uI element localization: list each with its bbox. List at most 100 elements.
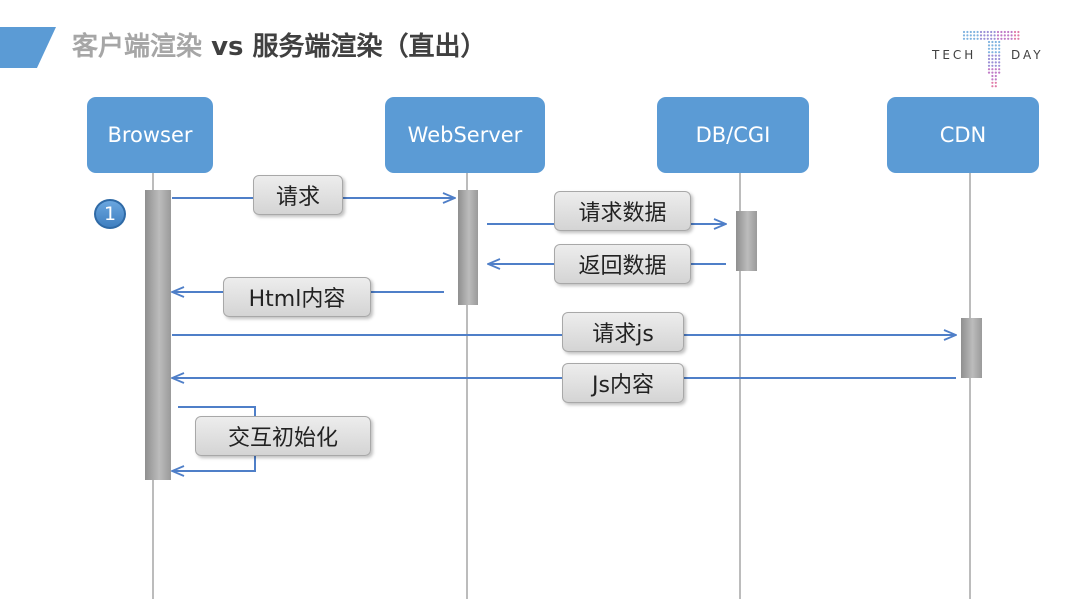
logo-dot <box>991 71 994 74</box>
logo-left-text: TECH <box>932 48 977 62</box>
message-label-return-data: 返回数据 <box>554 244 691 284</box>
logo-dot <box>973 37 976 40</box>
logo-dot <box>991 64 994 67</box>
logo-dot <box>991 61 994 64</box>
logo-dot <box>987 57 991 61</box>
logo-dot <box>983 34 986 37</box>
logo-dot <box>966 34 969 37</box>
logo-dot <box>994 51 997 54</box>
logo-dot <box>1000 37 1003 40</box>
logo-dot <box>991 44 994 47</box>
logo-dot <box>994 64 997 67</box>
logo-dot <box>994 54 997 57</box>
logo-dot <box>987 47 991 50</box>
logo-dot <box>1013 30 1017 34</box>
logo-dot <box>1013 37 1017 40</box>
logo-dot <box>996 34 1000 37</box>
logo-dot <box>976 37 979 40</box>
activation-browser <box>145 190 171 480</box>
logo-dot <box>976 30 979 34</box>
logo-dot <box>987 51 991 54</box>
message-label-request-js: 请求js <box>562 312 684 352</box>
logo-dot <box>994 40 997 44</box>
tech-day-logo-mark <box>962 30 1020 88</box>
logo-dot <box>991 78 994 81</box>
message-label-request: 请求 <box>253 175 343 215</box>
logo-dot <box>998 61 1001 64</box>
logo-dot <box>994 74 997 78</box>
logo-dot <box>1010 30 1013 34</box>
logo-dot <box>1007 34 1010 37</box>
logo-dot <box>1007 37 1010 40</box>
logo-dot <box>998 54 1001 57</box>
logo-dot <box>993 34 996 37</box>
logo-dot <box>993 30 996 34</box>
logo-dot <box>969 30 972 34</box>
logo-dot <box>1017 34 1020 37</box>
logo-dot <box>973 34 976 37</box>
logo-dot <box>983 37 986 40</box>
logo-dot <box>1010 37 1013 40</box>
logo-dot <box>969 37 972 40</box>
logo-dot <box>976 34 979 37</box>
logo-dot <box>987 68 991 71</box>
logo-dot <box>987 40 991 44</box>
actor-db-cgi: DB/CGI <box>657 97 809 173</box>
logo-dot <box>993 37 996 40</box>
logo-dot <box>962 37 966 40</box>
actor-webserver: WebServer <box>385 97 545 173</box>
message-label-request-data: 请求数据 <box>554 191 691 231</box>
title-main-part: vs 服务端渲染（直出） <box>202 32 487 62</box>
logo-dot <box>987 54 991 57</box>
logo-dot <box>1003 34 1006 37</box>
logo-dot <box>1007 30 1010 34</box>
logo-dot <box>991 85 994 88</box>
actor-cdn: CDN <box>887 97 1039 173</box>
logo-dot <box>998 68 1001 71</box>
tech-day-logo: TECH DAY <box>926 24 1056 90</box>
logo-dot <box>994 57 997 61</box>
message-label-interaction-init: 交互初始化 <box>195 416 371 456</box>
logo-dot <box>996 37 1000 40</box>
logo-dot <box>1003 37 1006 40</box>
logo-dot <box>962 34 966 37</box>
logo-dot <box>991 74 994 78</box>
logo-dot <box>1003 30 1006 34</box>
logo-dot <box>991 68 994 71</box>
page-title: 客户端渲染 vs 服务端渲染（直出） <box>72 27 487 68</box>
logo-dot <box>987 71 991 74</box>
logo-dot <box>1017 30 1020 34</box>
logo-dot <box>994 44 997 47</box>
logo-dot <box>998 44 1001 47</box>
logo-right-text: DAY <box>1011 48 1044 62</box>
logo-dot <box>979 37 983 40</box>
message-label-html-content: Html内容 <box>223 277 371 317</box>
logo-dot <box>991 40 994 44</box>
logo-dot <box>1013 34 1017 37</box>
logo-dot <box>986 34 989 37</box>
logo-dot <box>994 81 997 84</box>
logo-dot <box>983 30 986 34</box>
logo-dot <box>966 37 969 40</box>
logo-dot <box>991 47 994 50</box>
logo-dot <box>998 40 1001 44</box>
logo-dot <box>979 30 983 34</box>
logo-dot <box>991 57 994 61</box>
logo-dot <box>994 85 997 88</box>
logo-dot <box>966 30 969 34</box>
logo-dot <box>987 61 991 64</box>
logo-dot <box>994 68 997 71</box>
logo-dot <box>1010 34 1013 37</box>
activation-cdn <box>961 318 982 378</box>
logo-dot <box>962 30 966 34</box>
message-label-js-content: Js内容 <box>562 363 684 403</box>
logo-dot <box>987 44 991 47</box>
logo-dot <box>994 61 997 64</box>
logo-dot <box>998 71 1001 74</box>
logo-dot <box>987 64 991 67</box>
logo-dot <box>998 51 1001 54</box>
logo-dot <box>986 30 989 34</box>
logo-dot <box>990 34 993 37</box>
logo-dot <box>969 34 972 37</box>
logo-dot <box>994 78 997 81</box>
